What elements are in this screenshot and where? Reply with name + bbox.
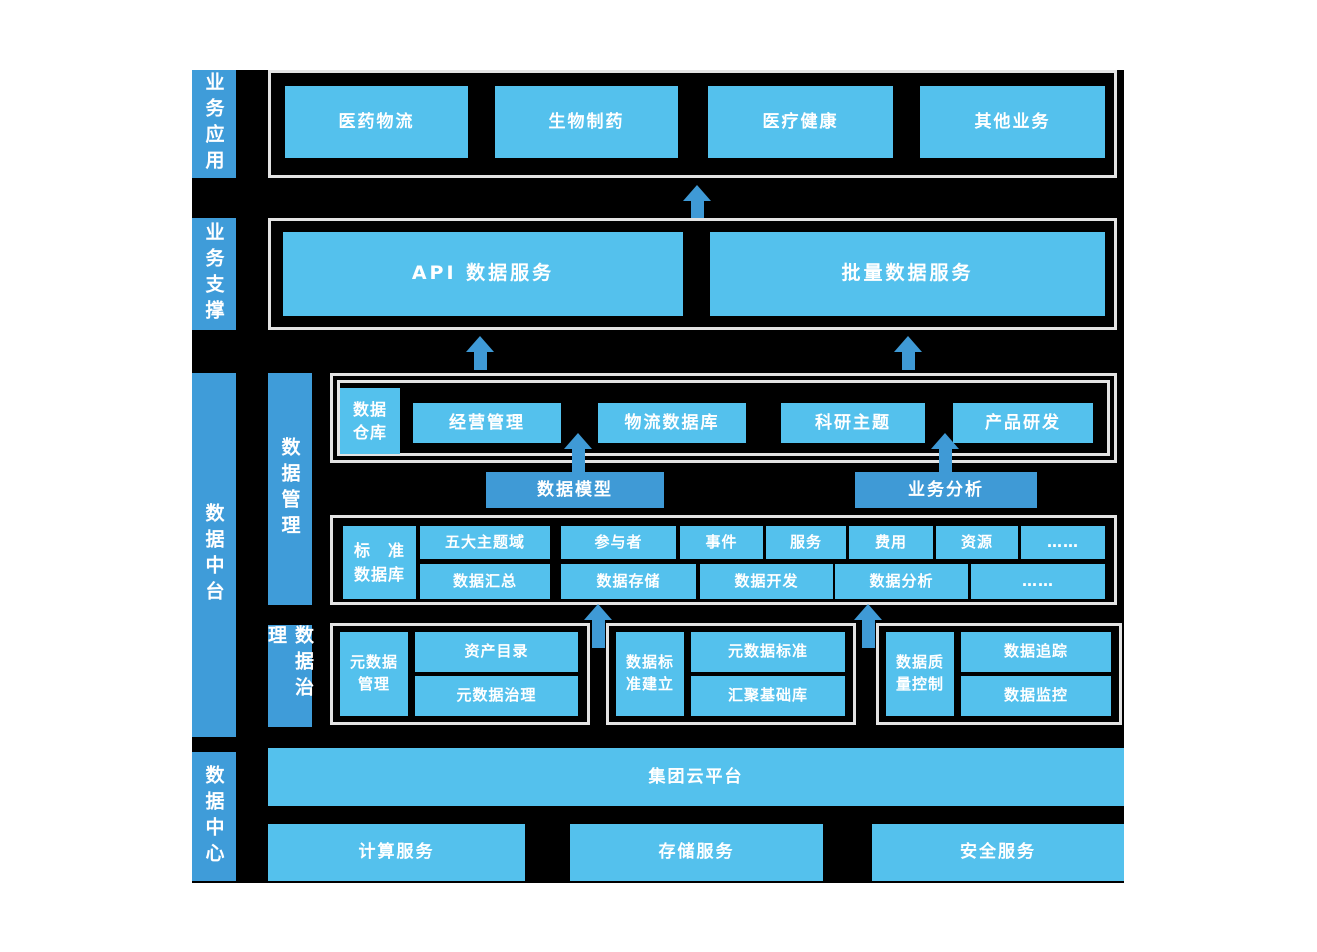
arrow-head-icon (466, 336, 494, 352)
box-data-tracking: 数据追踪 (961, 632, 1111, 672)
data-warehouse-container: 数据 仓库 经营管理 物流数据库 科研主题 产品研发 (330, 373, 1117, 463)
box-research-topic: 科研主题 (781, 403, 925, 443)
box-group-cloud-platform: 集团云平台 (268, 748, 1124, 806)
box-medicine-logistics: 医药物流 (285, 86, 468, 158)
arrow-shaft (473, 352, 487, 370)
up-arrow-warehouse-to-batch (894, 336, 922, 370)
box-data-analysis: 数据分析 (835, 564, 968, 599)
label-data-quality-control: 数据质 量控制 (886, 632, 954, 716)
up-arrow-business-analysis (931, 433, 959, 472)
label-data-standard-setup: 数据标 准建立 (616, 632, 684, 716)
arrow-head-icon (894, 336, 922, 352)
arrow-shaft (571, 449, 585, 472)
box-five-subject-domains: 五大主题域 (420, 526, 550, 559)
box-asset-catalog: 资产目录 (415, 632, 578, 672)
sidebar-data-center: 数据中心 (192, 752, 236, 881)
box-api-data-service: API 数据服务 (283, 232, 683, 316)
box-medical-health: 医疗健康 (708, 86, 893, 158)
label-data-warehouse: 数据 仓库 (340, 388, 400, 454)
arrow-head-icon (931, 433, 959, 449)
sidebar-data-middle-platform: 数据中台 (192, 373, 236, 737)
box-product-rd: 产品研发 (953, 403, 1093, 443)
box-data-model: 数据模型 (486, 472, 664, 508)
box-batch-data-service: 批量数据服务 (710, 232, 1105, 316)
box-other-business: 其他业务 (920, 86, 1105, 158)
sidebar-data-management: 数据管理 (268, 373, 312, 605)
arrow-head-icon (564, 433, 592, 449)
governance-group-quality: 数据质 量控制 数据追踪 数据监控 (876, 623, 1122, 725)
box-security-service: 安全服务 (872, 824, 1124, 881)
arrow-shaft (690, 201, 704, 218)
box-compute-service: 计算服务 (268, 824, 525, 881)
arrow-shaft (901, 352, 915, 370)
label-standard-db: 标 准 数据库 (343, 526, 416, 599)
box-data-monitoring: 数据监控 (961, 676, 1111, 716)
box-data-storage: 数据存储 (561, 564, 696, 599)
box-data-development: 数据开发 (700, 564, 833, 599)
sidebar-data-governance: 数据治理 (265, 625, 314, 727)
box-metadata-governance: 元数据治理 (415, 676, 578, 716)
diagram-canvas: 业务应用 业务支撑 数据中台 数据中心 数据管理 数据治理 医药物流 生物制药 … (192, 70, 1124, 883)
governance-group-standards: 数据标 准建立 元数据标准 汇聚基础库 (606, 623, 856, 725)
governance-group-metadata: 元数据 管理 资产目录 元数据治理 (330, 623, 590, 725)
business-apps-container: 医药物流 生物制药 医疗健康 其他业务 (268, 70, 1117, 178)
arrow-shaft (938, 449, 952, 472)
box-storage-service: 存储服务 (570, 824, 823, 881)
box-business-analysis: 业务分析 (855, 472, 1037, 508)
sidebar-business-apps: 业务应用 (192, 70, 236, 178)
box-service: 服务 (766, 526, 846, 559)
arrow-head-icon (683, 185, 711, 201)
box-aggregation-base-db: 汇聚基础库 (691, 676, 845, 716)
up-arrow-warehouse-to-api (466, 336, 494, 370)
box-more-domains: …… (1021, 526, 1105, 559)
box-logistics-database: 物流数据库 (598, 403, 746, 443)
arrow-shaft (591, 620, 605, 648)
box-data-summary: 数据汇总 (420, 564, 550, 599)
arrow-head-icon (854, 604, 882, 620)
up-arrow-support-to-apps (683, 185, 711, 218)
box-participant: 参与者 (561, 526, 676, 559)
box-metadata-standard: 元数据标准 (691, 632, 845, 672)
standard-db-container: 标 准 数据库 五大主题域 参与者 事件 服务 费用 资源 …… 数据汇总 数据… (330, 515, 1117, 605)
box-resource: 资源 (936, 526, 1018, 559)
business-support-container: API 数据服务 批量数据服务 (268, 218, 1117, 330)
arrow-shaft (861, 620, 875, 648)
box-event: 事件 (680, 526, 763, 559)
box-bio-pharma: 生物制药 (495, 86, 678, 158)
box-operations-management: 经营管理 (413, 403, 561, 443)
data-warehouse-inner-frame (337, 380, 1110, 456)
up-arrow-governance-left (584, 604, 612, 648)
box-more-capabilities: …… (971, 564, 1105, 599)
label-metadata-management: 元数据 管理 (340, 632, 408, 716)
up-arrow-data-model (564, 433, 592, 472)
box-cost: 费用 (849, 526, 933, 559)
arrow-head-icon (584, 604, 612, 620)
sidebar-business-support: 业务支撑 (192, 218, 236, 330)
up-arrow-governance-right (854, 604, 882, 648)
